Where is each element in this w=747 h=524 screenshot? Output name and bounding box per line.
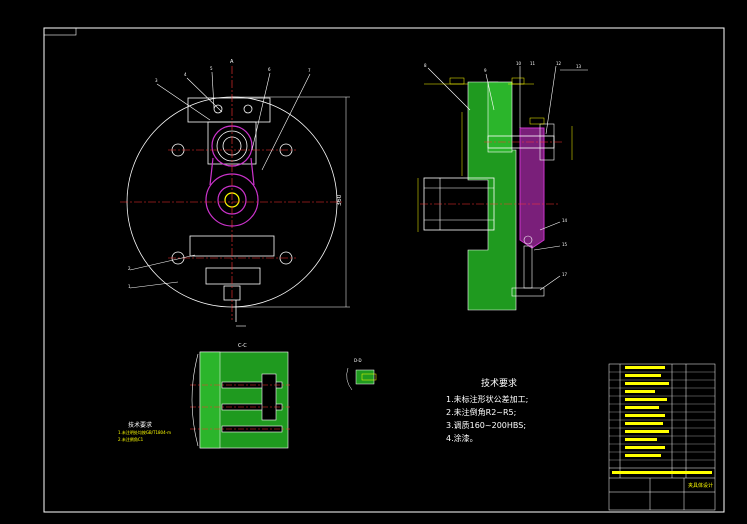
front-leaders (129, 71, 311, 289)
svg-text:4: 4 (184, 72, 187, 77)
tech-req-item-2: 2.未注倒角R2~R5; (446, 408, 517, 417)
tech-req-item-3: 3.调质160~200HBS; (446, 421, 527, 430)
svg-text:14: 14 (562, 218, 568, 223)
front-centerlines (120, 66, 344, 320)
title-block-rows (609, 371, 715, 461)
title-block-fills (612, 366, 712, 474)
svg-text:8: 8 (424, 63, 427, 68)
height-dim-text: 360 (336, 194, 343, 206)
svg-text:7: 7 (308, 68, 311, 73)
drawing-frame (43, 27, 725, 513)
tech-req-title: 技术要求 (481, 379, 518, 389)
svg-text:9: 9 (484, 68, 487, 73)
section-marker-a: A (230, 59, 234, 65)
title-block (608, 363, 716, 511)
front-balloons: 3 4 5 6 7 2 1 (128, 66, 311, 289)
side-section-view: 8 9 10 11 12 13 14 15 17 (417, 61, 588, 311)
svg-text:11: 11 (530, 61, 536, 66)
left-note-title: 技术要求 (128, 422, 153, 429)
frame-corner-tag (43, 27, 77, 36)
svg-text:6: 6 (268, 67, 271, 72)
left-note-item-1: 1.未注明处均按GB/T1804-m (118, 430, 171, 435)
title-block-footer: 夹具体设计 (688, 483, 714, 489)
svg-text:5: 5 (210, 66, 213, 71)
tech-req-item-4: 4.涂漆。 (446, 434, 478, 443)
svg-text:2: 2 (128, 266, 131, 271)
height-dimension (232, 96, 350, 308)
svg-text:3: 3 (155, 78, 158, 83)
label-view-dd: D-D (354, 358, 362, 363)
svg-text:17: 17 (562, 272, 568, 277)
left-note-item-2: 2.未注倒角C1 (118, 437, 144, 442)
svg-text:15: 15 (562, 242, 568, 247)
tech-req-item-1: 1.未标注形状公差加工; (446, 395, 529, 404)
detail-dd (346, 367, 377, 391)
svg-text:1: 1 (128, 284, 131, 289)
label-view-cc: C-C (238, 343, 247, 349)
svg-text:10: 10 (516, 61, 522, 66)
section-cc (190, 351, 290, 449)
svg-text:13: 13 (576, 64, 582, 69)
svg-text:12: 12 (556, 61, 562, 66)
